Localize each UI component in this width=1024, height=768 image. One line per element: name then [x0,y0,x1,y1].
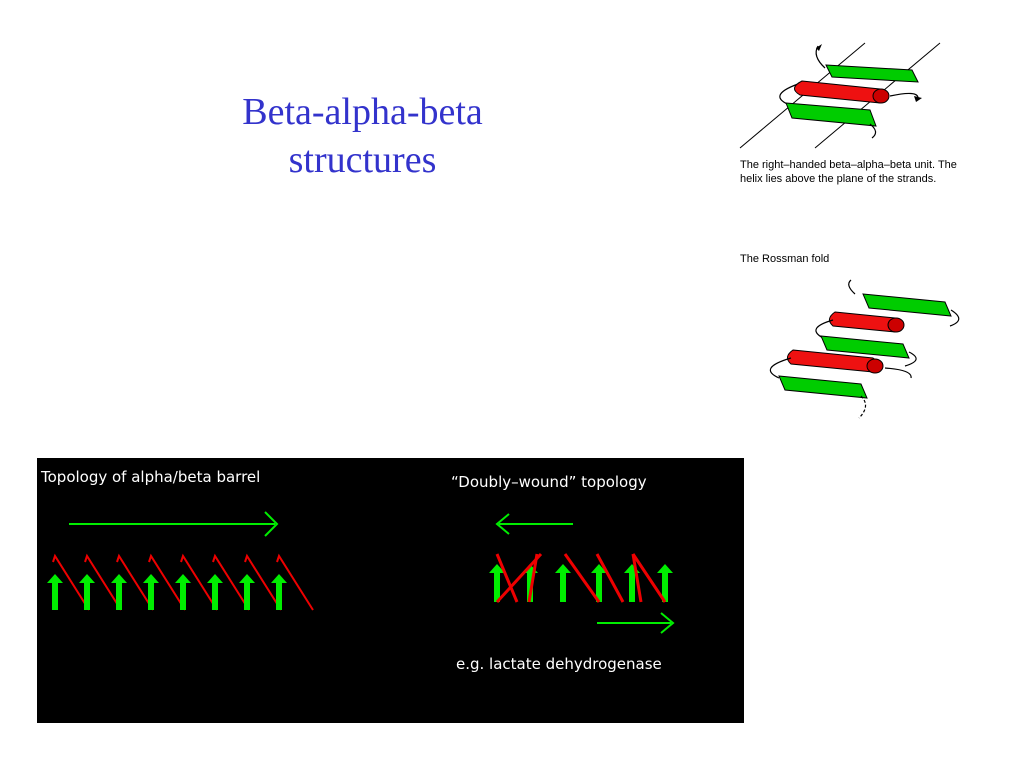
doubly-strand-arrow [522,564,538,602]
barrel-helix-connection [148,553,186,611]
rossman-helix-2-end [866,358,884,374]
barrel-helix-connection [180,553,218,611]
rossman-loop-r1 [949,309,960,327]
doubly-wound-label: “Doubly–wound” topology [451,473,647,491]
barrel-strand-arrow [271,574,287,610]
rossman-strand-2 [820,335,910,359]
loop-right-arrowhead [914,96,922,102]
rossman-loop-bottom [858,395,867,419]
barrel-strand-arrow [47,574,63,610]
barrel-helix-connection [84,553,122,611]
barrel-topology-diagram [47,511,314,611]
rossman-fold-diagram [769,279,960,419]
rossman-loop-r2 [904,351,917,367]
doubly-strand-arrow [591,564,607,602]
barrel-strand-arrow [239,574,255,610]
slide-title: Beta-alpha-beta structures [190,88,535,184]
caption-rossman-fold: The Rossman fold [740,253,830,265]
barrel-strand-arrow [207,574,223,610]
doubly-helix-connection [563,553,601,603]
rossman-loop-r3 [884,367,912,379]
loop-top-arrowhead [816,44,822,51]
doubly-wound-diagram [489,513,675,634]
barrel-strand-arrow [111,574,127,610]
doubly-helix-connection [495,552,543,604]
barrel-helix-connection [276,553,314,611]
strand-bottom [785,102,877,127]
barrel-helix-connection [212,553,250,611]
rossman-helix-1-end [887,317,905,333]
rossman-loop-l2 [769,357,792,379]
rossman-loop-top [848,279,856,295]
helix-end [872,88,890,104]
beta-alpha-beta-diagram [739,42,941,149]
rossman-loop-l1 [815,319,834,339]
barrel-strand-arrow [143,574,159,610]
doubly-strand-arrow [489,564,505,602]
helix-cylinder [794,80,888,104]
example-label: e.g. lactate dehydrogenase [456,655,662,673]
barrel-topology-label: Topology of alpha/beta barrel [41,468,261,486]
barrel-helix-connection [52,553,90,611]
barrel-strand-arrow [79,574,95,610]
doubly-strand-arrow [624,564,640,602]
doubly-strand-arrow [555,564,571,602]
doubly-direction-arrow-bottom [597,612,675,634]
doubly-strand-arrow [657,564,673,602]
doubly-direction-arrow-top [495,513,573,535]
strand-top [825,64,919,83]
topology-panel: Topology of alpha/beta barrel “Doubly–wo… [37,458,744,723]
barrel-strand-arrow [175,574,191,610]
doubly-helix-connection [495,553,519,603]
doubly-helix-connection [631,553,643,603]
title-line-1: Beta-alpha-beta [242,91,483,133]
loop-right [889,92,919,99]
loop-bottom [869,123,877,139]
barrel-helix-connection [244,553,282,611]
title-line-2: structures [288,139,437,181]
barrel-direction-arrow [69,511,279,537]
doubly-helix-connection [595,553,625,603]
barrel-helix-connection [116,553,154,611]
doubly-helix-connection [527,553,539,603]
doubly-helix-connection [631,553,667,603]
rossman-strand-1 [862,293,952,317]
rossman-strand-3 [778,375,868,399]
caption-beta-alpha-beta: The right–handed beta–alpha–beta unit. T… [740,159,957,185]
